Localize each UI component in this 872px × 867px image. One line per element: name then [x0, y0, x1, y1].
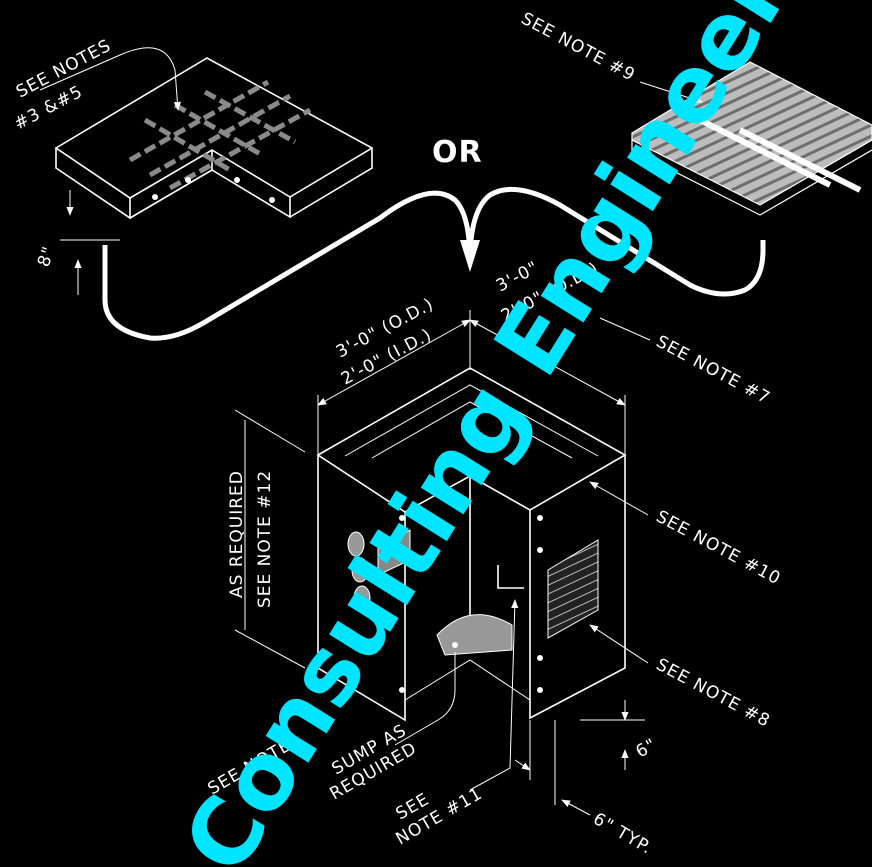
see-notes-3-5-label: SEE NOTES #3 &#5 — [11, 36, 115, 135]
see-note-10-label: SEE NOTE #10 — [589, 481, 784, 590]
see-note-8-label: SEE NOTE #8 — [589, 624, 774, 732]
svg-text:SEE NOTE #8: SEE NOTE #8 — [653, 655, 774, 732]
catch-basin-box — [316, 367, 627, 722]
concrete-lid — [39, 47, 374, 220]
svg-text:OR: OR — [432, 135, 483, 170]
svg-text:AS REQUIRED: AS REQUIRED — [227, 470, 247, 598]
bottom-thickness-dimension: 6" — [580, 700, 660, 770]
height-dimension: AS REQUIRED SEE NOTE #12 — [227, 409, 306, 669]
svg-text:6": 6" — [633, 735, 661, 763]
see-note-7-label: SEE NOTE #7 — [599, 317, 774, 409]
svg-text:8": 8" — [34, 243, 60, 269]
wall-thickness-dimension: 6" TYP. — [514, 720, 656, 859]
svg-text:6" TYP.: 6" TYP. — [590, 809, 656, 859]
grate-cover — [631, 61, 872, 216]
svg-text:SEE NOTE #12: SEE NOTE #12 — [255, 470, 275, 608]
or-connector: OR — [102, 135, 766, 341]
svg-text:SEE NOTE #9: SEE NOTE #9 — [518, 9, 639, 86]
svg-text:SEE NOTE #7: SEE NOTE #7 — [653, 332, 774, 409]
svg-text:SEE NOTE #10: SEE NOTE #10 — [653, 507, 784, 590]
